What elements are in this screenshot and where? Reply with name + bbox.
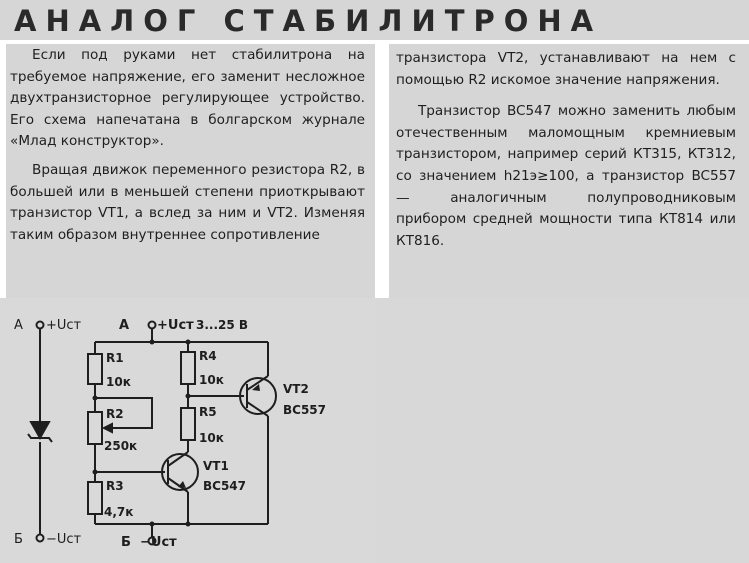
column-gutter bbox=[375, 44, 389, 298]
label-r2: R2 bbox=[106, 407, 124, 421]
paragraph: Вращая движок переменного резистора R2, … bbox=[10, 161, 365, 243]
terminal-a-small bbox=[35, 320, 45, 330]
wiper-arrow-icon bbox=[101, 422, 113, 434]
resistor-r1 bbox=[87, 353, 103, 385]
label-voltage-minus: −Uст bbox=[140, 535, 177, 550]
terminal-b bbox=[147, 536, 157, 546]
terminal-a bbox=[147, 320, 157, 330]
label-node-a-small: А bbox=[14, 318, 23, 333]
circuit-diagram: А +Uст Б −Uст А +Uст 3...25 В Б −Uст R1 … bbox=[14, 318, 326, 550]
article-title: АНАЛОГ СТАБИЛИТРОНА bbox=[14, 4, 603, 38]
label-node-a: А bbox=[119, 318, 129, 333]
label-voltage-plus-small: +Uст bbox=[46, 318, 82, 333]
label-vt1-type: BC547 bbox=[203, 479, 246, 493]
label-voltage-plus: +Uст bbox=[157, 318, 194, 333]
label-voltage-minus-small: −Uст bbox=[46, 532, 82, 547]
transistor-vt1-icon bbox=[161, 453, 199, 491]
paragraph: Транзистор BC547 можно заменить любым от… bbox=[396, 103, 736, 249]
terminal-b-small bbox=[35, 533, 45, 543]
resistor-r3 bbox=[87, 481, 103, 515]
label-r1-value: 10к bbox=[106, 375, 131, 389]
potentiometer-r2 bbox=[87, 411, 103, 445]
text-column-right: транзистора VT2, устанавливают на нем с … bbox=[396, 48, 736, 252]
resistor-r4 bbox=[180, 351, 196, 385]
label-vt2: VT2 bbox=[283, 382, 309, 396]
resistor-r5 bbox=[180, 407, 196, 441]
zener-diode-icon bbox=[29, 421, 51, 441]
blank-area bbox=[376, 298, 749, 563]
vt1-emitter-arrow bbox=[178, 481, 186, 488]
vt2-emitter-arrow bbox=[252, 384, 260, 391]
label-r5: R5 bbox=[199, 405, 217, 419]
label-r2-value: 250к bbox=[104, 439, 137, 453]
label-r4-value: 10к bbox=[199, 373, 224, 387]
label-r3: R3 bbox=[106, 479, 124, 493]
paragraph: транзистора VT2, устанавливают на нем с … bbox=[396, 50, 736, 88]
paragraph: Если под руками нет стабилитрона на треб… bbox=[10, 47, 365, 150]
label-r1: R1 bbox=[106, 351, 124, 365]
scan-margin bbox=[0, 44, 6, 298]
label-node-b: Б bbox=[121, 535, 131, 550]
label-voltage-range: 3...25 В bbox=[196, 318, 248, 332]
label-r3-value: 4,7к bbox=[104, 505, 133, 519]
label-r4: R4 bbox=[199, 349, 217, 363]
scan-margin bbox=[0, 40, 749, 44]
transistor-vt2-icon bbox=[239, 377, 277, 415]
label-vt2-type: BC557 bbox=[283, 403, 326, 417]
label-r5-value: 10к bbox=[199, 431, 224, 445]
label-node-b-small: Б bbox=[14, 532, 23, 547]
label-vt1: VT1 bbox=[203, 459, 229, 473]
text-column-left: Если под руками нет стабилитрона на треб… bbox=[10, 45, 365, 246]
